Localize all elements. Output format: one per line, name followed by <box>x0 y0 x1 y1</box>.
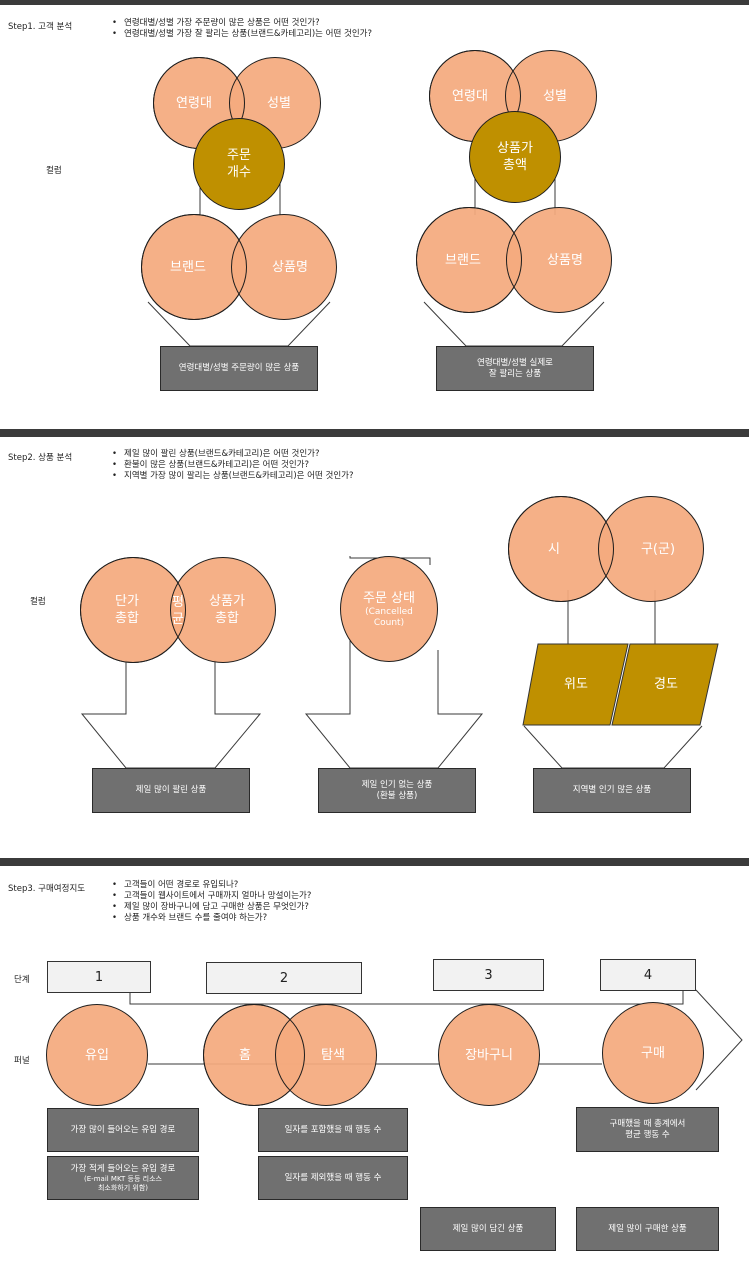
result-box-unpopular: 제일 인기 없는 상품(환불 상품) <box>318 768 476 813</box>
unit-price-line1: 단가 <box>115 594 139 609</box>
step1-column-label: 컬럼 <box>46 166 62 176</box>
product-price-line2: 총합 <box>215 611 239 626</box>
step2-question: 제일 많이 팔린 상품(브랜드&카테고리)은 어떤 것인가? <box>112 449 354 460</box>
step3-question: 제일 많이 장바구니에 담고 구매한 상품은 무엇인가? <box>112 902 311 913</box>
step3-title: Step3. 구매여정지도 <box>8 884 86 894</box>
stage-2: 2 <box>206 962 362 994</box>
result-box-most-ordered: 연령대별/성별 주문량이 많은 상품 <box>160 346 318 391</box>
top-bar <box>0 0 749 5</box>
order-status-circle: 주문 상태 (Cancelled Count) <box>340 556 438 662</box>
age-group-label-2: 연령대 <box>452 88 488 104</box>
product-name-label: 상품명 <box>272 259 308 275</box>
unit-price-line2: 총합 <box>115 611 139 626</box>
funnel-cart-label: 장바구니 <box>465 1047 513 1063</box>
result-box-regional: 지역별 인기 많은 상품 <box>533 768 691 813</box>
latitude-shape <box>522 643 629 726</box>
gender-label: 성별 <box>267 95 291 111</box>
funnel-row-label: 퍼널 <box>14 1056 30 1066</box>
result-box-best-sold: 제일 많이 팔린 상품 <box>92 768 250 813</box>
brand-label: 브랜드 <box>170 259 206 275</box>
box-without-date: 일자를 제외했을 때 행동 수 <box>258 1156 408 1200</box>
step3-question: 상품 개수와 브랜드 수를 줄여야 하는가? <box>112 913 311 924</box>
funnel-explore-circle: 탐색 <box>275 1004 377 1106</box>
step2-question: 환불이 많은 상품(브랜드&카테고리)은 어떤 것인가? <box>112 460 354 471</box>
box-with-date: 일자를 포함했을 때 행동 수 <box>258 1108 408 1152</box>
avg-actions-line2: 평균 행동 수 <box>625 1129 670 1140</box>
funnel-purchase-circle: 구매 <box>602 1002 704 1104</box>
brand-circle-2: 브랜드 <box>416 207 522 313</box>
step3-questions: 고객들이 어떤 경로로 유입되나? 고객들이 웹사이트에서 구매까지 얼마나 망… <box>112 880 311 924</box>
stage-3: 3 <box>433 959 544 991</box>
gender-label-2: 성별 <box>543 88 567 104</box>
least-inflow-line1: 가장 적게 들어오는 유입 경로 <box>70 1163 176 1174</box>
step1-question: 연령대별/성별 가장 잘 팔리는 상품(브랜드&카테고리)는 어떤 것인가? <box>112 29 372 40</box>
city-label: 시 <box>548 541 560 557</box>
best-selling-line1: 연령대별/성별 실제로 <box>477 357 553 368</box>
funnel-explore-label: 탐색 <box>321 1047 345 1063</box>
order-count-line2: 개수 <box>227 165 251 180</box>
age-group-label: 연령대 <box>176 95 212 111</box>
price-total-line2: 총액 <box>503 158 527 173</box>
best-selling-line2: 잘 팔리는 상품 <box>488 368 542 379</box>
funnel-inflow-circle: 유입 <box>46 1004 148 1106</box>
funnel-purchase-label: 구매 <box>641 1045 665 1061</box>
district-label: 구(군) <box>640 541 676 557</box>
longitude-label: 경도 <box>654 677 678 692</box>
longitude-shape <box>611 643 719 726</box>
average-line2: 균 <box>172 612 184 627</box>
stage-row-label: 단계 <box>14 975 30 985</box>
section-divider-2 <box>0 858 749 866</box>
box-most-inflow: 가장 많이 들어오는 유입 경로 <box>47 1108 199 1152</box>
step2-questions: 제일 많이 팔린 상품(브랜드&카테고리)은 어떤 것인가? 환불이 많은 상품… <box>112 449 354 482</box>
least-inflow-line2: (E-mail MKT 등등 리소스 <box>84 1174 162 1183</box>
order-status-sub2: Count) <box>373 617 405 628</box>
box-most-purchased: 제일 많이 구매한 상품 <box>576 1207 719 1251</box>
least-inflow-line3: 최소화하기 위함) <box>97 1183 149 1192</box>
latitude-label: 위도 <box>564 677 588 692</box>
avg-actions-line1: 구매했을 때 총계에서 <box>609 1118 686 1129</box>
step2-title: Step2. 상품 분석 <box>8 453 73 463</box>
city-circle: 시 <box>508 496 614 602</box>
step2-question: 지역별 가장 많이 팔리는 상품(브랜드&카테고리)은 어떤 것인가? <box>112 471 354 482</box>
funnel-cart-circle: 장바구니 <box>438 1004 540 1106</box>
section-divider-1 <box>0 429 749 437</box>
stage-4: 4 <box>600 959 696 991</box>
product-name-circle-2: 상품명 <box>506 207 612 313</box>
step1-title: Step1. 고객 분석 <box>8 22 73 32</box>
average-line1: 평 <box>172 595 184 610</box>
box-least-inflow: 가장 적게 들어오는 유입 경로 (E-mail MKT 등등 리소스 최소화하… <box>47 1156 199 1200</box>
unpopular-line2: (환불 상품) <box>376 790 418 801</box>
order-status-label: 주문 상태 <box>363 590 415 606</box>
order-status-sub1: (Cancelled <box>365 606 413 617</box>
step3-question: 고객들이 어떤 경로로 유입되나? <box>112 880 311 891</box>
district-circle: 구(군) <box>598 496 704 602</box>
price-total-line1: 상품가 <box>497 141 533 156</box>
funnel-inflow-label: 유입 <box>85 1047 109 1063</box>
product-price-line1: 상품가 <box>209 594 245 609</box>
step2-column-label: 컬럼 <box>30 597 46 607</box>
brand-label-2: 브랜드 <box>445 252 481 268</box>
box-most-cart: 제일 많이 담긴 상품 <box>420 1207 556 1251</box>
product-name-label-2: 상품명 <box>547 252 583 268</box>
product-name-circle: 상품명 <box>231 214 337 320</box>
stage-1: 1 <box>47 961 151 993</box>
order-count-line1: 주문 <box>227 148 251 163</box>
funnel-home-label: 홈 <box>239 1047 251 1063</box>
step1-question: 연령대별/성별 가장 주문량이 많은 상품은 어떤 것인가? <box>112 18 372 29</box>
step1-questions: 연령대별/성별 가장 주문량이 많은 상품은 어떤 것인가? 연령대별/성별 가… <box>112 18 372 40</box>
lat-lon-shapes <box>522 643 719 726</box>
step3-question: 고객들이 웹사이트에서 구매까지 얼마나 망설이는가? <box>112 891 311 902</box>
unpopular-line1: 제일 인기 없는 상품 <box>361 779 433 790</box>
